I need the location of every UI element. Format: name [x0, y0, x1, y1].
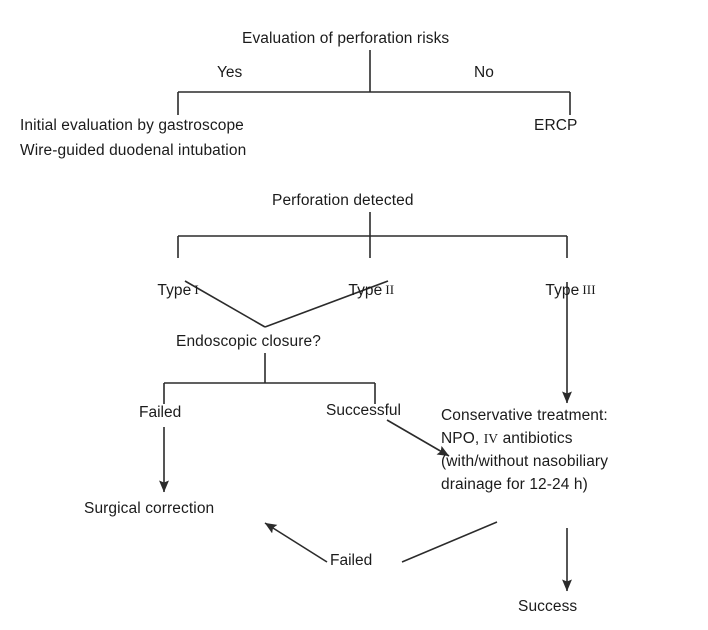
conservative-line-1: Conservative treatment:	[441, 407, 608, 424]
node-type-2-label: Type	[348, 282, 383, 299]
node-endoscopic-closure: Endoscopic closure?	[176, 333, 321, 350]
conservative-line-2: NPO, IV antibiotics	[441, 427, 703, 450]
node-perforation-detected: Perforation detected	[272, 192, 414, 209]
edge-conservative-to-failed2	[401, 521, 498, 563]
node-success: Success	[518, 598, 578, 615]
label-branch-no: No	[474, 64, 494, 81]
edge-failed2-to-surgical	[264, 522, 328, 563]
conservative-line-3: (with/without nasobiliary	[441, 453, 609, 470]
node-conservative-failed: Failed	[330, 552, 373, 569]
node-type-3-label: Type	[545, 282, 580, 299]
node-type-1-label: Type	[157, 282, 192, 299]
node-wire-guided-duodenal-intubation: Wire-guided duodenal intubation	[20, 142, 247, 159]
node-closure-successful: Successful	[326, 402, 401, 419]
conservative-iv-numeral: IV	[483, 431, 499, 446]
conservative-line-4: drainage for 12-24 h)	[441, 476, 588, 493]
node-root-title: Evaluation of perforation risks	[242, 30, 450, 47]
label-branch-yes: Yes	[217, 64, 243, 81]
node-surgical-correction: Surgical correction	[84, 500, 215, 517]
node-type-2-numeral: II	[385, 282, 395, 297]
node-closure-failed: Failed	[139, 404, 182, 421]
node-type-3-numeral: III	[582, 282, 596, 297]
node-conservative-treatment: Conservative treatment: NPO, IV antibiot…	[441, 404, 703, 496]
conservative-antibiotics-text: antibiotics	[498, 430, 573, 447]
node-initial-evaluation-gastroscope: Initial evaluation by gastroscope	[20, 117, 244, 134]
node-ercp: ERCP	[534, 117, 578, 134]
conservative-npo-text: NPO,	[441, 430, 484, 447]
edge-successful-to-conservative	[386, 419, 450, 457]
node-type-1-numeral: I	[194, 282, 199, 297]
